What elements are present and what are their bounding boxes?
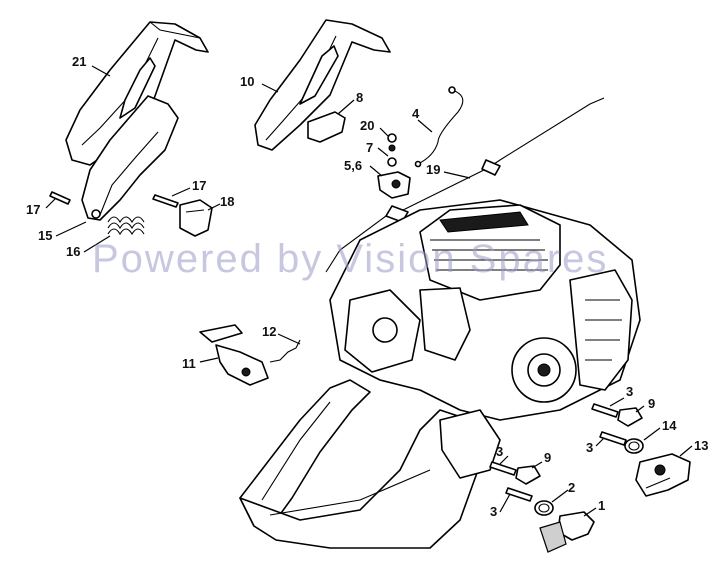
callout-20: 20 [360, 118, 374, 133]
part-9-clip-lower [515, 465, 541, 485]
callout-7: 7 [366, 140, 373, 155]
callout-9-a: 9 [648, 396, 655, 411]
callout-12: 12 [262, 324, 276, 339]
part-16-spring [107, 216, 145, 236]
part-14-ring [624, 438, 644, 454]
callout-19: 19 [426, 162, 440, 177]
part-3-pin-lower-b [505, 487, 533, 502]
part-8-trigger [307, 111, 346, 143]
part-9-clip-upper [617, 407, 643, 427]
callout-17-center: 17 [192, 178, 206, 193]
part-3-pin-mid [599, 431, 627, 446]
part-4-cable [414, 86, 464, 168]
callout-15: 15 [38, 228, 52, 243]
part-1-av-mount [539, 511, 595, 553]
part-3-pin-upper [591, 403, 619, 418]
part-17-pin-left [49, 191, 71, 205]
callout-11: 11 [182, 356, 196, 371]
part-13-av-mount [635, 453, 691, 497]
callout-8: 8 [356, 90, 363, 105]
part-7-nut [387, 157, 397, 167]
part-18-lever [179, 199, 213, 237]
part-11-throttle-lever [199, 324, 269, 386]
callout-14: 14 [662, 418, 677, 433]
callout-13: 13 [694, 438, 708, 453]
callout-3-a: 3 [626, 384, 633, 399]
part-3-pin-lower-a [489, 461, 517, 476]
callout-17-left: 17 [26, 202, 40, 217]
watermark-text: Powered by Vision Spares [92, 237, 608, 281]
part-17-pin-center [152, 194, 179, 208]
callout-21: 21 [72, 54, 86, 69]
chainsaw-housing [239, 199, 641, 549]
part-15-handle-housing [81, 95, 179, 221]
callout-16: 16 [66, 244, 80, 259]
part-12-spring-lever [269, 339, 301, 363]
callout-3-c: 3 [496, 444, 503, 459]
callout-18: 18 [220, 194, 234, 209]
part-2-ring [534, 500, 554, 516]
callout-4: 4 [412, 106, 420, 121]
callout-9-b: 9 [544, 450, 551, 465]
callout-5-6: 5,6 [344, 158, 362, 173]
part-5-6-switch [377, 171, 411, 199]
callout-3-b: 3 [586, 440, 593, 455]
callout-10: 10 [240, 74, 254, 89]
part-10-trigger-cover [254, 19, 391, 151]
callout-1: 1 [598, 498, 605, 513]
callout-2: 2 [568, 480, 575, 495]
callout-3-d: 3 [490, 504, 497, 519]
leader-lines [45, 65, 693, 517]
part-20-screw [387, 133, 397, 152]
